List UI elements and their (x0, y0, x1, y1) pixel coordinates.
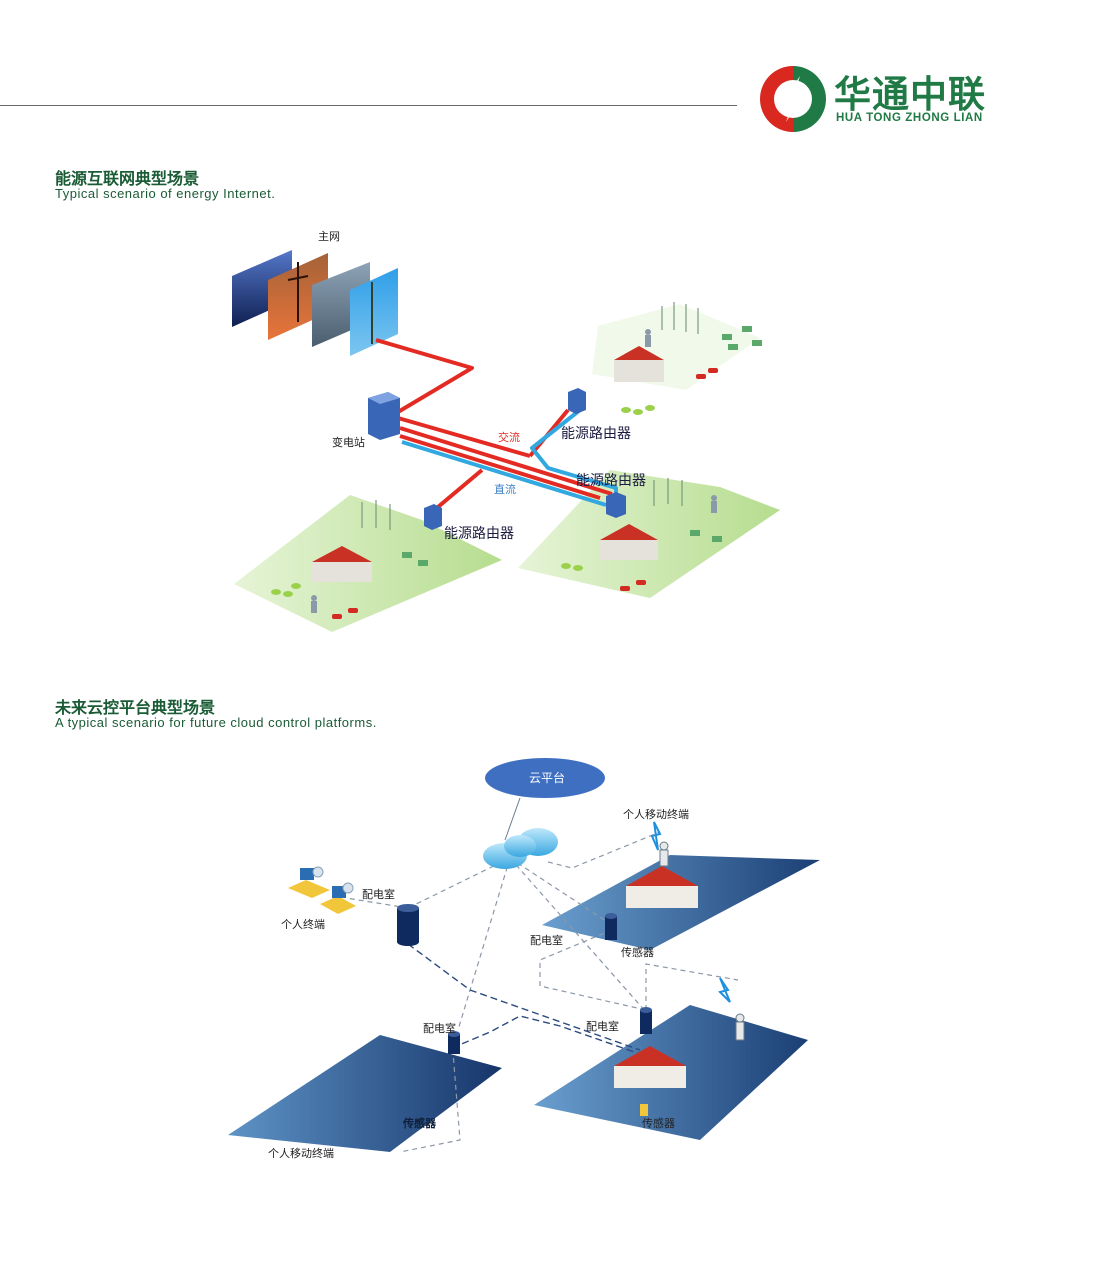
wind-turbines (361, 302, 699, 530)
section2-subtitle: A typical scenario for future cloud cont… (55, 715, 377, 730)
label-power-room-3: 配电室 (586, 1019, 619, 1033)
label-power-room-2: 配电室 (530, 933, 563, 947)
cloud-platform-ellipse (485, 758, 605, 798)
label-sensor-bottom-right: 传感器 (642, 1117, 675, 1130)
cloud-link (504, 797, 521, 841)
cloud-platform-label: 云平台 (529, 770, 565, 785)
panel-houses (614, 866, 698, 1088)
cars (332, 368, 718, 619)
brand-logo: 华通中联 HUA TONG ZHONG LIAN (754, 60, 1024, 140)
personal-terminal-icon (288, 866, 356, 914)
router-label-left: 能源路由器 (444, 526, 514, 542)
houses (312, 346, 664, 582)
header-divider (0, 105, 737, 106)
solar-panels (402, 326, 762, 566)
substation-label: 变电站 (332, 435, 365, 449)
label-power-room-4: 配电室 (423, 1021, 456, 1035)
main-grid-photos (232, 250, 398, 356)
router-label-mid: 能源路由器 (576, 473, 646, 489)
power-room-cylinders (397, 904, 652, 1054)
section1-title: 能源互联网典型场景 (55, 169, 200, 188)
label-sensor-top: 传感器 (621, 946, 654, 959)
label-mobile-terminal-top: 个人移动终端 (623, 807, 689, 821)
brand-name-cn: 华通中联 (834, 73, 986, 116)
network-links (345, 831, 739, 1153)
dc-label: 直流 (494, 482, 516, 496)
label-power-room-1: 配电室 (362, 887, 395, 901)
storage-tanks (271, 405, 655, 597)
label-personal-terminal: 个人终端 (281, 917, 325, 931)
cloud-icon (483, 828, 558, 869)
logo-icon (760, 66, 826, 132)
panel-bottom-left (228, 1035, 502, 1152)
bus-links (407, 943, 641, 1055)
router-cabinet-left (424, 504, 442, 530)
substation-cabinet (368, 392, 400, 440)
router-cabinet-mid (606, 492, 626, 518)
brand-name-en: HUA TONG ZHONG LIAN (836, 112, 983, 124)
section2-title: 未来云控平台典型场景 (55, 698, 216, 717)
cloud-platform-diagram: 云平台 个人移动终端 个人终端 配电室 配电室 传感器 配电室 (228, 758, 820, 1160)
main-grid-label: 主网 (318, 230, 340, 243)
label-mobile-terminal-bottom: 个人移动终端 (268, 1146, 334, 1160)
energy-internet-diagram: 主网 变电站 交流 直流 能源路由器 能源路由器 能源路由器 (232, 230, 780, 632)
ac-lines (375, 338, 613, 514)
router-cabinet-top (568, 388, 586, 414)
label-sensor-bottom-left: 传感器 (402, 1116, 437, 1130)
section1-subtitle: Typical scenario of energy Internet. (55, 186, 276, 201)
router-label-top: 能源路由器 (561, 426, 631, 442)
ac-label: 交流 (498, 430, 520, 444)
people (311, 329, 717, 613)
mobile-user-icons (640, 821, 745, 1116)
